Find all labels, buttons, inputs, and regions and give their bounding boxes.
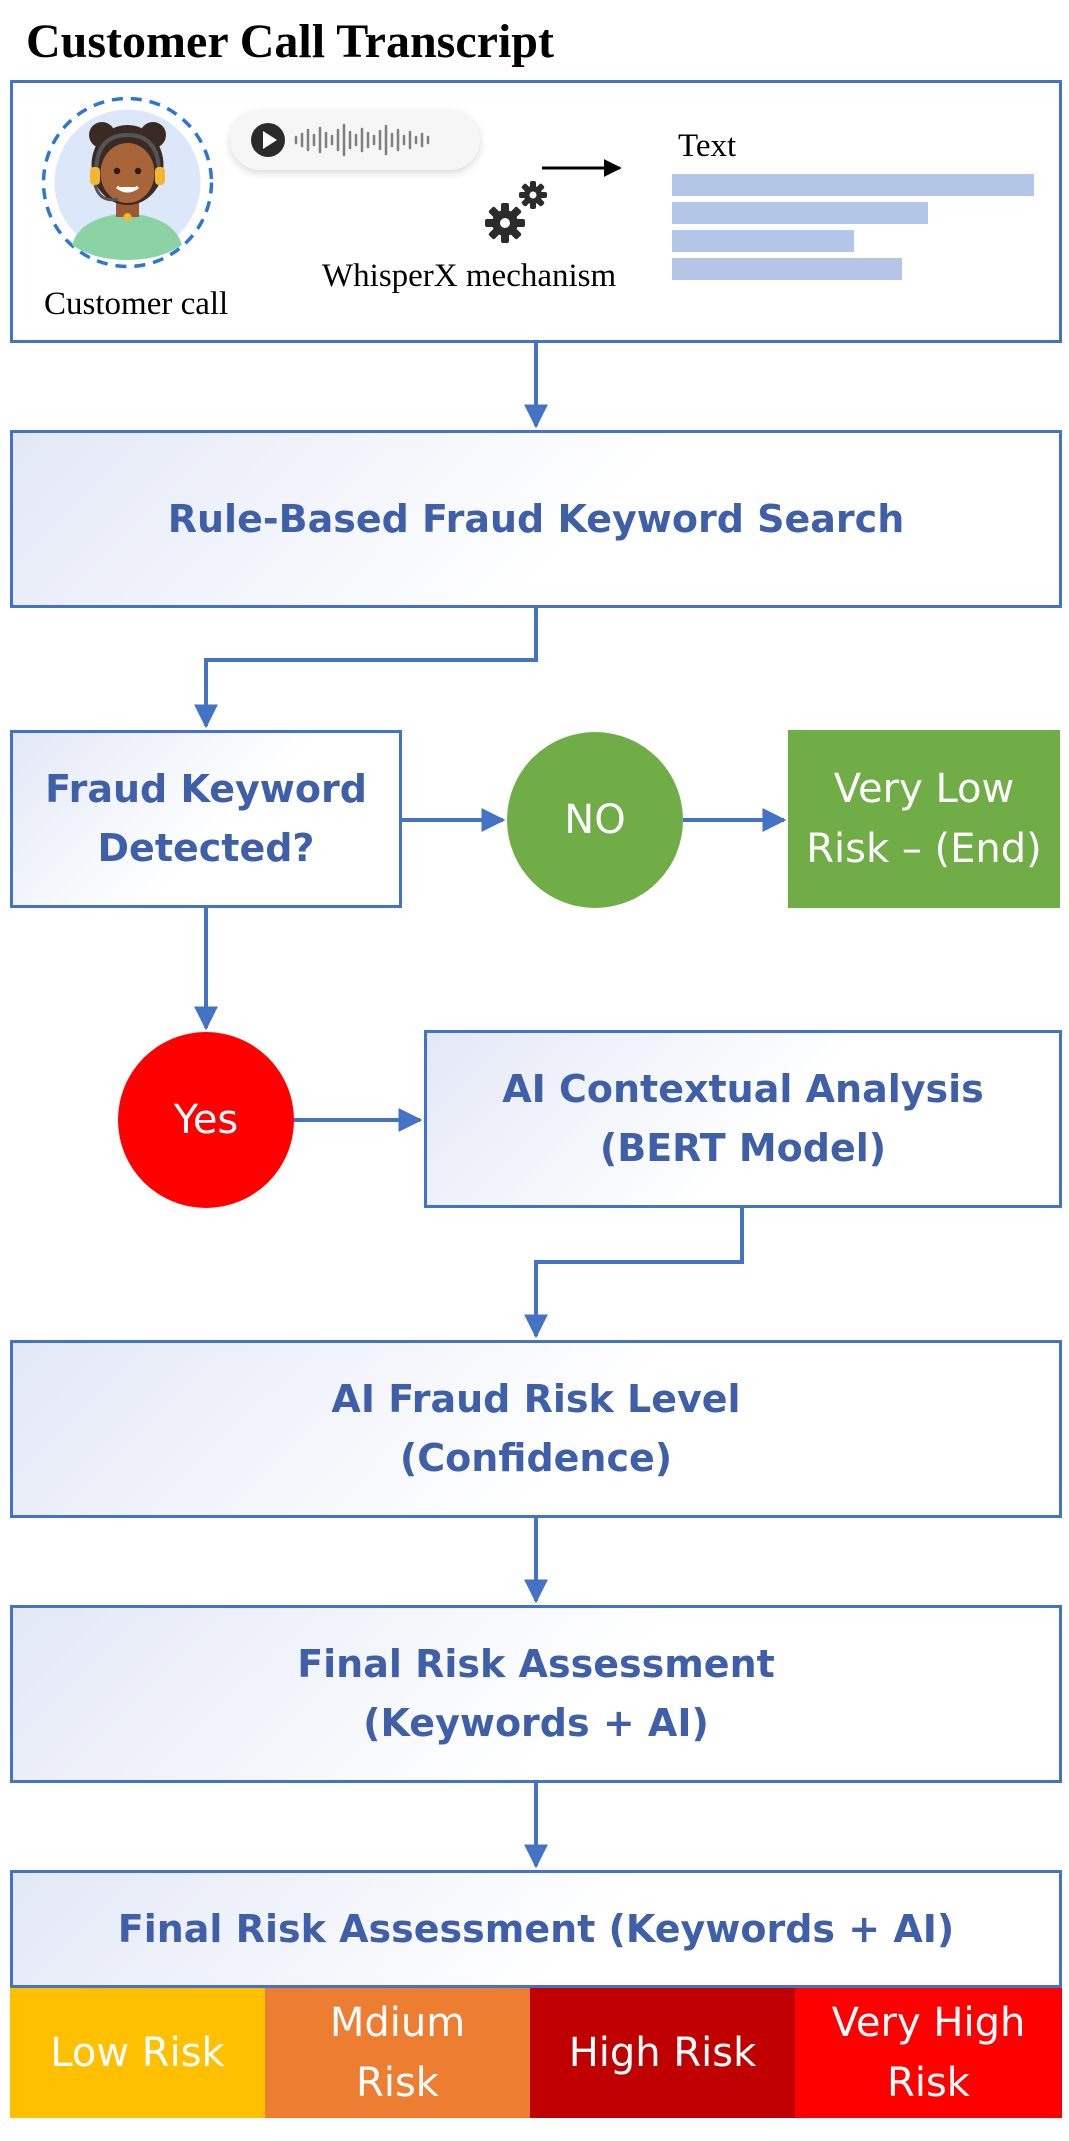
keyword-search-label: Rule-Based Fraud Keyword Search — [167, 496, 905, 541]
arrow-ai-to-risk — [524, 1208, 744, 1339]
play-icon — [251, 123, 285, 157]
text-line — [672, 230, 854, 252]
risk-scale: Low Risk Mdium Risk High Risk Very High … — [10, 1988, 1062, 2118]
caller-label: Customer call — [44, 286, 229, 322]
arrow-search-to-detected — [194, 608, 538, 729]
ai-context-line2: (BERT Model) — [599, 1126, 887, 1170]
text-line — [672, 258, 902, 280]
no-label: NO — [564, 797, 626, 843]
risk-low: Low Risk — [10, 1988, 265, 2118]
audio-player[interactable] — [230, 110, 480, 170]
keyword-search-box: Rule-Based Fraud Keyword Search — [10, 430, 1062, 608]
final-line1: Final Risk Assessment — [297, 1642, 775, 1687]
agent-avatar-icon — [40, 95, 215, 270]
very-low-line2: Risk – (End) — [806, 826, 1042, 872]
page-title: Customer Call Transcript — [26, 15, 554, 68]
very-low-risk-box: Very Low Risk – (End) — [788, 730, 1060, 908]
keyword-detected-line1: Fraud Keyword — [45, 767, 367, 812]
ai-risk-line2: (Confidence) — [399, 1436, 673, 1480]
ai-context-line1: AI Contextual Analysis — [502, 1067, 984, 1112]
keyword-detected-box: Fraud Keyword Detected? — [10, 730, 402, 908]
ai-context-box: AI Contextual Analysis (BERT Model) — [424, 1030, 1062, 1208]
text-label: Text — [678, 128, 737, 164]
mechanism-label: WhisperX mechanism — [322, 258, 617, 294]
ai-risk-box: AI Fraud Risk Level (Confidence) — [10, 1340, 1062, 1518]
risk-very-high: Very High Risk — [795, 1988, 1062, 2118]
text-line — [672, 202, 928, 224]
final-bar-label: Final Risk Assessment (Keywords + AI) — [117, 1906, 955, 1951]
final-line2: (Keywords + AI) — [363, 1701, 709, 1745]
gears-icon — [480, 175, 555, 250]
risk-medium: Mdium Risk — [265, 1988, 530, 2118]
very-low-line1: Very Low — [833, 766, 1015, 812]
keyword-detected-line2: Detected? — [97, 826, 315, 870]
no-node: NO — [507, 732, 683, 908]
yes-node: Yes — [118, 1032, 294, 1208]
risk-high: High Risk — [530, 1988, 795, 2118]
waveform-icon — [294, 123, 430, 157]
final-assessment-box: Final Risk Assessment (Keywords + AI) — [10, 1605, 1062, 1783]
text-line — [672, 174, 1034, 196]
ai-risk-line1: AI Fraud Risk Level — [331, 1377, 741, 1422]
final-assessment-bar: Final Risk Assessment (Keywords + AI) — [10, 1870, 1062, 1988]
yes-label: Yes — [173, 1097, 239, 1143]
